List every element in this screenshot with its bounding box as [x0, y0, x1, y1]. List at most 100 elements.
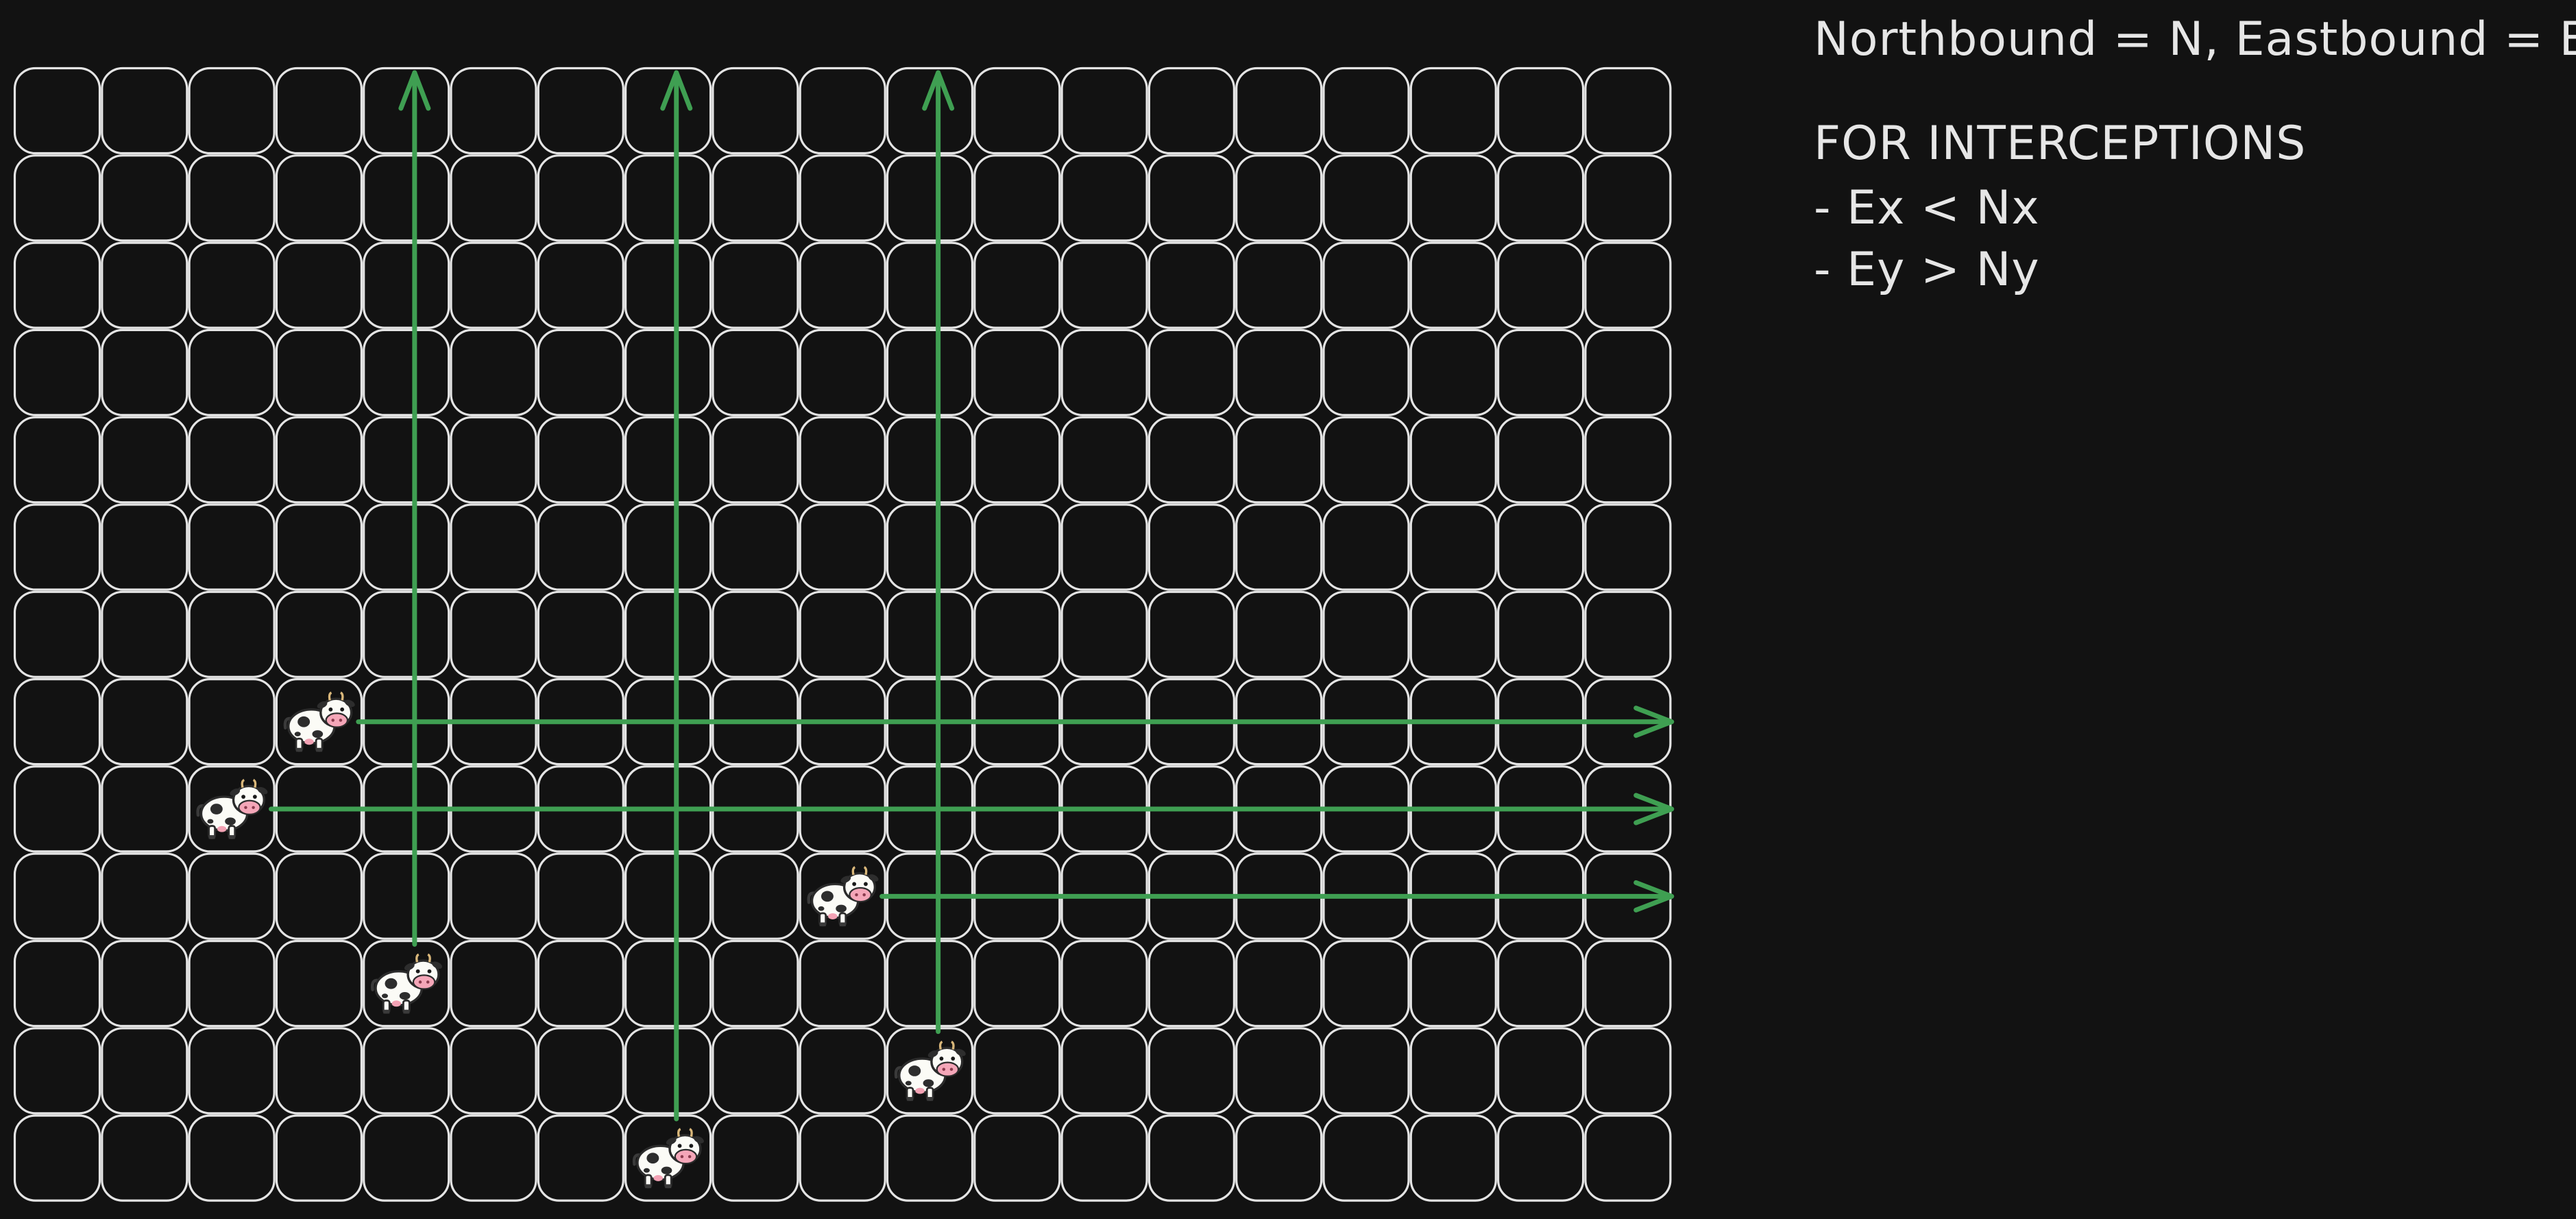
grid-cell [712, 241, 799, 329]
grid-cell [1322, 416, 1410, 504]
grid-cell [1584, 416, 1672, 504]
grid-cell [1322, 1027, 1410, 1115]
arrow-head-icon [1633, 880, 1675, 913]
grid-cell [188, 154, 276, 242]
grid-cell [1497, 67, 1585, 155]
grid-cell [1235, 416, 1323, 504]
grid-cell [1322, 590, 1410, 678]
grid-cell [1322, 67, 1410, 155]
grid-cell [973, 939, 1061, 1028]
grid-cell [537, 503, 624, 591]
grid-cell [1235, 590, 1323, 678]
grid-cell [1584, 590, 1672, 678]
grid-cell [450, 590, 537, 678]
grid-cell [973, 416, 1061, 504]
grid-cell [13, 416, 101, 504]
grid-cell [973, 1114, 1061, 1202]
arrow-head-icon [398, 70, 431, 111]
grid-cell [450, 852, 537, 940]
grid-cell [1409, 328, 1497, 416]
grid-cell [537, 1114, 624, 1202]
grid-cell [1235, 939, 1323, 1028]
grid-cell [537, 939, 624, 1028]
grid-cell [1322, 1114, 1410, 1202]
interceptions-heading: FOR INTERCEPTIONS [1814, 117, 2307, 171]
arrow-head-icon [1633, 705, 1675, 738]
cow-3-arrow [879, 880, 1675, 913]
grid-cell [712, 328, 799, 416]
grid-cell [1322, 241, 1410, 329]
grid-cell [13, 939, 101, 1028]
grid-cell [624, 1114, 712, 1202]
grid-cell [537, 67, 624, 155]
grid-cell [537, 328, 624, 416]
grid-cell [712, 503, 799, 591]
grid-cell [275, 590, 363, 678]
grid-cell [101, 590, 189, 678]
grid-cell [275, 1114, 363, 1202]
cow-icon [896, 1041, 967, 1100]
grid-cell [1584, 154, 1672, 242]
grid-cell [188, 416, 276, 504]
grid-cell [799, 328, 886, 416]
grid-cell [973, 241, 1061, 329]
rule-ey-gt-ny: - Ey > Ny [1814, 243, 2040, 297]
grid-cell [799, 416, 886, 504]
grid-cell [101, 765, 189, 853]
grid-cell [13, 328, 101, 416]
grid-cell [188, 503, 276, 591]
grid-cell [799, 154, 886, 242]
grid-cell [450, 1114, 537, 1202]
grid-cell [799, 1027, 886, 1115]
grid-cell [886, 241, 974, 329]
grid-cell [1584, 241, 1672, 329]
grid-cell [188, 328, 276, 416]
grid-cell [1409, 939, 1497, 1028]
grid-cell [188, 1114, 276, 1202]
grid-cell [799, 67, 886, 155]
grid-cell [13, 154, 101, 242]
grid-cell [1147, 1027, 1236, 1115]
grid-cell [624, 328, 712, 416]
grid-cell [886, 67, 974, 155]
cow-2-arrow [269, 793, 1675, 825]
grid-cell [13, 852, 101, 940]
grid-cell [363, 67, 450, 155]
grid-cell [363, 852, 450, 940]
grid-cell [1409, 1114, 1497, 1202]
grid-cell [450, 1027, 537, 1115]
grid-cell [1409, 1027, 1497, 1115]
grid-cell [1235, 1114, 1323, 1202]
grid-cell [1584, 1027, 1672, 1115]
grid-cell [363, 241, 450, 329]
grid-cell [1060, 67, 1148, 155]
grid-cell [1060, 1114, 1148, 1202]
arrow-head-icon [1633, 793, 1675, 825]
grid-cell [624, 852, 712, 940]
grid-cell [624, 590, 712, 678]
grid-cell [101, 503, 189, 591]
grid-cell [275, 416, 363, 504]
grid-cell [799, 590, 886, 678]
grid-cell [363, 416, 450, 504]
grid-cell [363, 590, 450, 678]
grid-cell [275, 154, 363, 242]
grid-cell [13, 1114, 101, 1202]
grid-cell [799, 241, 886, 329]
grid-cell [1147, 1114, 1236, 1202]
grid-cell [1409, 241, 1497, 329]
grid-cell [712, 939, 799, 1028]
grid-cell [275, 503, 363, 591]
grid-cell [1409, 154, 1497, 242]
grid-cell [101, 416, 189, 504]
grid-cell [886, 154, 974, 242]
grid-cell [799, 1114, 886, 1202]
grid-cell [712, 416, 799, 504]
grid-cell [1409, 67, 1497, 155]
grid-cell [13, 67, 101, 155]
grid-cell [188, 1027, 276, 1115]
grid-cell [101, 328, 189, 416]
grid-cell [886, 1114, 974, 1202]
grid-cell [973, 590, 1061, 678]
legend-text: Northbound = N, Eastbound = E [1814, 12, 2576, 67]
